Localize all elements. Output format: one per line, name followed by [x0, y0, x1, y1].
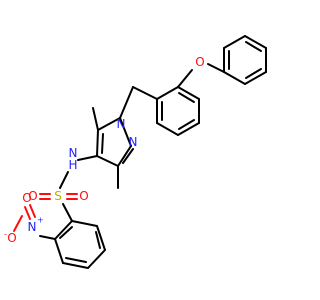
benzyl-ring [156, 86, 200, 136]
nh-s-bond [59, 171, 69, 189]
nitro-no-single-bond [13, 215, 23, 232]
amine-hydrogen-label: H [68, 158, 77, 172]
ch2-bond-n1 [119, 86, 134, 119]
nitro-nitrogen-charge: + [37, 216, 44, 225]
ether-bond-benzyl [177, 69, 193, 88]
amine-nitrogen-label: N [69, 146, 78, 160]
nitro-no-double-bond-2 [24, 206, 31, 220]
ch2-bond-ring [132, 86, 158, 100]
pyrazole-n1-label: N [117, 117, 126, 131]
pyrazole-n2-label: N [129, 135, 138, 149]
nitrobenzene-ring [54, 220, 106, 269]
pyrazole-ring [96, 117, 134, 167]
phenoxy-phenyl-ring [223, 35, 267, 85]
nitro-nitrogen-label: N [28, 220, 37, 234]
nitro-oxygen-single-label: O [7, 231, 16, 245]
nitro-no-double-bond-1 [29, 204, 36, 218]
molecule-structure: O N N N H S O O N + O O - [4, 35, 267, 269]
sulfonyl-oxygen-left-label: O [28, 189, 37, 203]
sulfonyl-oxygen-right-label: O [79, 189, 88, 203]
sulfur-label: S [54, 189, 62, 203]
ether-oxygen-label: O [195, 55, 204, 69]
methyl-bond-c5 [92, 107, 99, 131]
s-aryl-bond [62, 203, 73, 222]
c4-nh-bond [77, 155, 98, 161]
nitro-oxygen-charge: - [4, 230, 7, 239]
ether-bond-phenyl [207, 63, 225, 73]
c-nitro-bond [39, 235, 56, 240]
nitro-oxygen-double-label: O [22, 191, 31, 205]
